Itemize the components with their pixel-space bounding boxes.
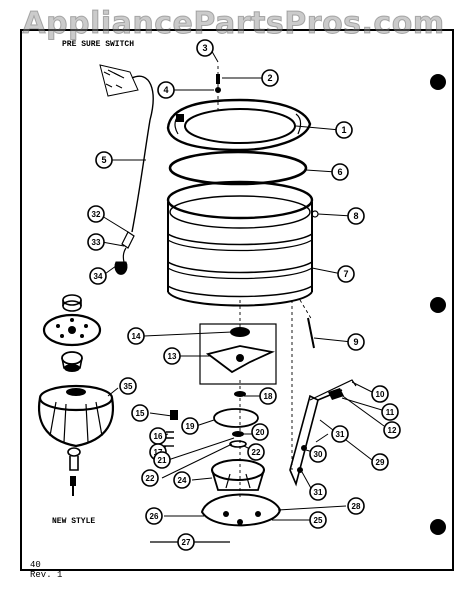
- callout-circle: [95, 151, 113, 169]
- callout-number: 24: [178, 476, 187, 485]
- callout-number: 19: [186, 422, 195, 431]
- callout-circle: [247, 443, 265, 461]
- outer-tub-part: [166, 180, 314, 307]
- binder-hole: [430, 297, 446, 313]
- base-plate-part: [200, 493, 282, 527]
- binder-hole: [430, 74, 446, 90]
- pressure-switch-part: [99, 64, 154, 233]
- pulley-part: [213, 391, 259, 448]
- spider-assembly-part: [199, 323, 277, 385]
- agitator-cap-part: [62, 294, 82, 312]
- callout-number: 29: [376, 458, 385, 467]
- callout-circle: [173, 471, 191, 489]
- alignment-lines: [217, 66, 313, 500]
- callout-number: 16: [154, 432, 163, 441]
- drive-shaft-part: [67, 447, 81, 496]
- callout-number: 34: [94, 272, 103, 281]
- callout-circle: [157, 81, 175, 99]
- callout-number: 9: [353, 337, 358, 347]
- callout-circle: [381, 403, 399, 421]
- callout-number: 6: [337, 167, 342, 177]
- callout-circle: [383, 421, 401, 439]
- callout-number: 11: [386, 408, 395, 417]
- callout-number: 32: [92, 210, 101, 219]
- callout-circle: [119, 377, 137, 395]
- callout-number: 4: [163, 85, 168, 95]
- diagram-frame: [20, 29, 454, 571]
- callout-number: 1: [341, 125, 346, 135]
- callout-circle: [251, 423, 269, 441]
- callout-number: 22: [146, 474, 155, 483]
- leader-lines: [101, 47, 385, 543]
- support-bracket-part: [289, 317, 357, 487]
- hose-fitting-parts: [114, 231, 135, 275]
- agitator-plate-part: [42, 313, 102, 347]
- callout-number: 28: [352, 502, 361, 511]
- callout-circle: [309, 483, 327, 501]
- callout-circle: [309, 511, 327, 529]
- callout-number: 13: [168, 352, 177, 361]
- agitator-hub-part: [61, 351, 83, 372]
- callout-circle: [347, 497, 365, 515]
- callout-circle: [87, 205, 105, 223]
- callout-number: 21: [158, 456, 167, 465]
- callout-number: 14: [132, 332, 141, 341]
- drive-hub-part: [211, 459, 265, 491]
- callout-circle: [177, 533, 195, 551]
- callout-number: 10: [376, 390, 385, 399]
- callout-circle: [196, 39, 214, 57]
- basket-part: [38, 384, 114, 448]
- callout-number: 31: [336, 430, 345, 439]
- callout-circle: [259, 387, 277, 405]
- callout-circle: [261, 69, 279, 87]
- revision-label: Rev. 1: [30, 570, 63, 580]
- callout-circle: [89, 267, 107, 285]
- callout-number: 3: [202, 43, 207, 53]
- callout-circle: [153, 451, 171, 469]
- callout-number: 8: [353, 211, 358, 221]
- callout-circle: [141, 469, 159, 487]
- callout-number: 2: [267, 73, 272, 83]
- new-style-label: NEW STYLE: [52, 517, 96, 526]
- callout-number: 25: [314, 516, 323, 525]
- callout-number: 26: [150, 512, 159, 521]
- page-number: 40: [30, 560, 41, 570]
- callout-number: 7: [343, 269, 348, 279]
- callout-number: 15: [136, 409, 145, 418]
- callout-circle: [335, 121, 353, 139]
- callout-number: 30: [314, 450, 323, 459]
- callout-circle: [87, 233, 105, 251]
- callout-circle: [347, 207, 365, 225]
- callout-circle: [309, 445, 327, 463]
- tub-gasket-part: [168, 150, 308, 186]
- callout-circle: [331, 163, 349, 181]
- callout-number: 22: [252, 448, 261, 457]
- pressure-switch-label: PRE SURE SWITCH: [62, 40, 135, 49]
- callout-circle: [337, 265, 355, 283]
- callout-number: 5: [101, 155, 106, 165]
- callout-circle: [163, 347, 181, 365]
- callout-number: 33: [92, 238, 101, 247]
- callout-circle: [347, 333, 365, 351]
- top-ring-part: [166, 98, 312, 152]
- callout-circle: [331, 425, 349, 443]
- callout-circle: [127, 327, 145, 345]
- binder-hole: [430, 519, 446, 535]
- callout-circle: [131, 404, 149, 422]
- callout-circle: [371, 385, 389, 403]
- callout-number: 27: [182, 538, 191, 547]
- callout-circle: [145, 507, 163, 525]
- callout-circle: [371, 453, 389, 471]
- top-fastener-parts: [215, 74, 221, 93]
- callout-circle: [181, 417, 199, 435]
- callout-number: 31: [314, 488, 323, 497]
- callout-number: 12: [388, 426, 397, 435]
- callout-number: 35: [124, 382, 133, 391]
- callout-number: 18: [264, 392, 273, 401]
- callout-number: 20: [256, 428, 265, 437]
